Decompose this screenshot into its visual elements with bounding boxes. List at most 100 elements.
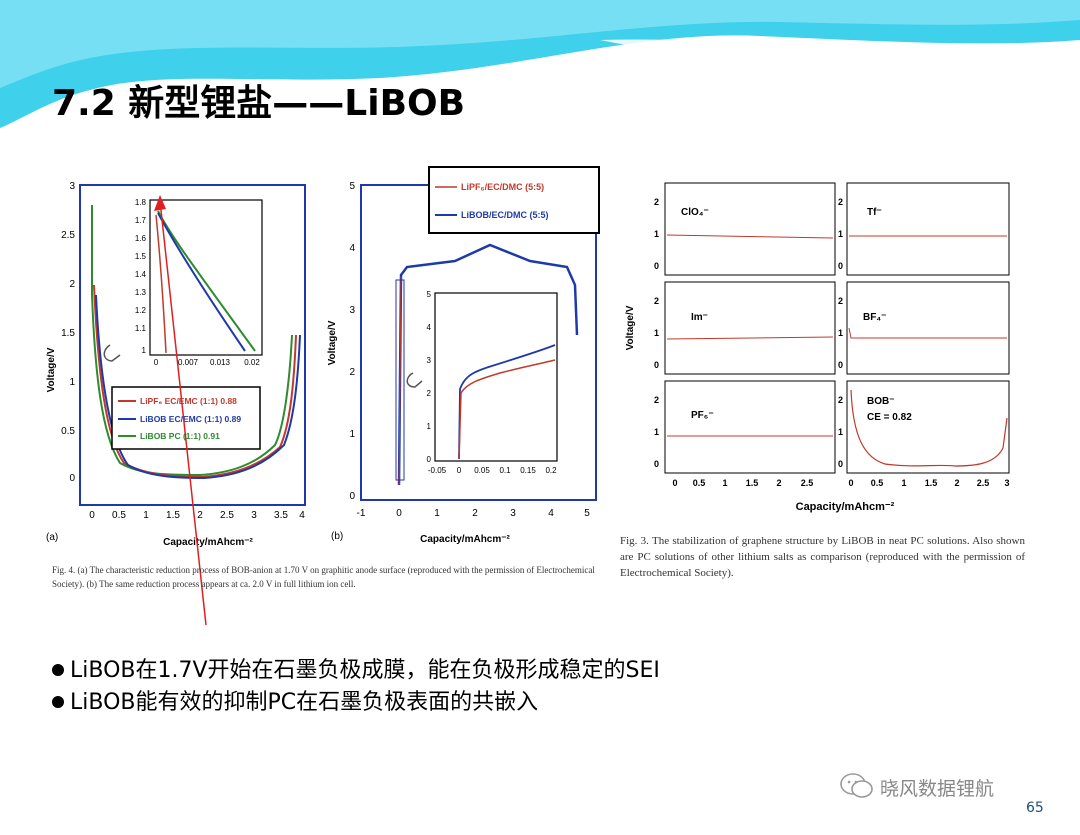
bullet-dot-icon [52, 664, 64, 676]
fig-c-xtick: 2 [776, 478, 781, 488]
fig-a-xtick: 2 [197, 510, 203, 521]
fig-b-inset-ytick: 0 [427, 455, 432, 464]
fig-c-panel-label: PF₆⁻ [691, 410, 714, 421]
fig-a-inset-ytick: 1.7 [135, 216, 147, 225]
fig-b-inset-ytick: 1 [427, 422, 432, 431]
fig-a-xtick: 1.5 [166, 510, 180, 521]
fig-c-xtick: 2 [954, 478, 959, 488]
fig-a-inset-ytick: 1.6 [135, 234, 147, 243]
fig-a-xlabel: Capacity/mAhcm⁻² [163, 537, 253, 548]
fig-c-bob-note: CE = 0.82 [867, 412, 912, 423]
fig-c-ytick: 0 [838, 459, 843, 469]
fig-c-ytick: 2 [838, 197, 843, 207]
fig-b-xtick: 0 [396, 508, 402, 519]
fig-c-xtick: 1.5 [746, 478, 759, 488]
fig-c-ytick: 1 [838, 328, 843, 338]
fig-a-ytick: 0 [69, 473, 75, 484]
fig-c-ytick: 0 [654, 360, 659, 370]
fig-b-inset-xtick: 0 [457, 466, 462, 475]
fig-b-xlabel: Capacity/mAhcm⁻² [420, 534, 510, 545]
fig-b-ytick: 5 [349, 181, 355, 192]
fig-b-inset-xtick: 0.2 [545, 466, 557, 475]
fig-b-inset-ytick: 5 [427, 290, 432, 299]
fig-a-inset-ytick: 1.3 [135, 288, 147, 297]
fig-c-ytick: 2 [838, 395, 843, 405]
fig-a-inset-ytick: 1.2 [135, 306, 147, 315]
fig-c-xtick: 2.5 [977, 478, 990, 488]
fig-a-inset-ytick: 1.8 [135, 198, 147, 207]
fig-c-ytick: 0 [654, 261, 659, 271]
fig-c-xtick: 0.5 [871, 478, 884, 488]
fig-c-panel-label: ClO₄⁻ [681, 207, 709, 218]
fig-c-ytick: 1 [838, 427, 843, 437]
fig-a-xtick: 1 [143, 510, 149, 521]
fig-c-ytick: 1 [654, 427, 659, 437]
fig-b-legend-item: LiPF₆/EC/DMC (5:5) [461, 182, 544, 192]
fig-c-xtick: 2.5 [801, 478, 814, 488]
fig-c-panel-label: BOB⁻ [867, 396, 895, 407]
header-wave-decoration [0, 0, 1080, 128]
fig-b-ytick: 0 [349, 491, 355, 502]
fig-c-xtick: 0 [848, 478, 853, 488]
fig-c-ytick: 2 [838, 296, 843, 306]
bullet-item: LiBOB在1.7V开始在石墨负极成膜，能在负极形成稳定的SEI [52, 655, 660, 687]
wechat-icon [840, 773, 873, 798]
page-number: 65 [1026, 800, 1044, 816]
fig-c-ylabel: Voltage/V [625, 305, 636, 350]
fig-b-inset-xtick: 0.1 [499, 466, 511, 475]
fig-a-inset-xtick: 0.013 [210, 358, 231, 367]
fig-b-legend-item: LiBOB/EC/DMC (5:5) [461, 210, 549, 220]
fig-a-inset-xtick: 0.007 [178, 358, 199, 367]
fig-b-inset-xtick: -0.05 [428, 466, 447, 475]
bullet-text: LiBOB在1.7V开始在石墨负极成膜，能在负极形成稳定的SEI [70, 658, 660, 683]
fig-b-xtick: 4 [548, 508, 554, 519]
figure-c: Voltage/V 2 1 0 2 1 0 2 1 0 2 1 0 2 1 0 … [615, 178, 1025, 523]
fig-c-xtick: 1.5 [925, 478, 938, 488]
fig-b-inset-xtick: 0.15 [520, 466, 536, 475]
fig-a-legend-item: LiBOB EC/EMC (1:1) 0.89 [140, 414, 241, 424]
fig-a-ylabel: Voltage/V [46, 347, 57, 392]
fig-a-inset-xtick: 0.02 [244, 358, 260, 367]
bullet-list: LiBOB在1.7V开始在石墨负极成膜，能在负极形成稳定的SEI LiBOB能有… [52, 655, 660, 719]
fig-c-ytick: 0 [838, 261, 843, 271]
fig-a-ytick: 2.5 [61, 230, 75, 241]
fig-c-xtick: 1 [722, 478, 727, 488]
bullet-item: LiBOB能有效的抑制PC在石墨负极表面的共嵌入 [52, 687, 660, 719]
fig-a-ytick: 1 [69, 377, 75, 388]
fig-b-xtick: -1 [357, 508, 366, 519]
figure-b: 5 4 3 2 1 0 -1 0 1 2 3 4 5 Voltage/V Cap… [325, 165, 605, 550]
fig-b-inset-xtick: 0.05 [474, 466, 490, 475]
fig-b-xtick: 1 [434, 508, 440, 519]
fig-c-ytick: 1 [838, 229, 843, 239]
fig-b-inset-ytick: 2 [427, 389, 432, 398]
fig-c-panel-label: Tf⁻ [867, 207, 882, 218]
fig-a-xtick: 4 [299, 510, 305, 521]
fig-a-xtick: 0 [89, 510, 95, 521]
fig-a-legend-item: LiPF₆ EC/EMC (1:1) 0.88 [140, 396, 237, 406]
fig-b-xtick: 2 [472, 508, 478, 519]
fig-c-panel-label: Im⁻ [691, 312, 708, 323]
fig-b-ylabel: Voltage/V [327, 320, 338, 365]
fig-a-inset-ytick: 1.5 [135, 252, 147, 261]
fig-a-ytick: 1.5 [61, 328, 75, 339]
fig-c-ytick: 0 [838, 360, 843, 370]
fig-b-ytick: 3 [349, 305, 355, 316]
fig-c-xtick: 0 [672, 478, 677, 488]
bullet-dot-icon [52, 696, 64, 708]
fig-a-ytick: 0.5 [61, 426, 75, 437]
fig-a-xtick: 3 [251, 510, 257, 521]
fig-c-ytick: 0 [654, 459, 659, 469]
figure-a-caption: Fig. 4. (a) The characteristic reduction… [52, 565, 595, 589]
fig-a-xtick: 0.5 [112, 510, 126, 521]
fig-c-ytick: 2 [654, 395, 659, 405]
fig-c-xtick: 0.5 [693, 478, 706, 488]
fig-b-ytick: 4 [349, 243, 355, 254]
fig-b-xtick: 3 [510, 508, 516, 519]
fig-c-xlabel: Capacity/mAhcm⁻² [796, 501, 895, 513]
fig-a-ytick: 3 [69, 181, 75, 192]
fig-a-xtick: 3.5 [274, 510, 288, 521]
fig-b-inset-ytick: 4 [427, 323, 432, 332]
fig-c-xtick: 3 [1004, 478, 1009, 488]
fig-c-ytick: 2 [654, 197, 659, 207]
fig-a-panel-label: (a) [46, 532, 58, 543]
